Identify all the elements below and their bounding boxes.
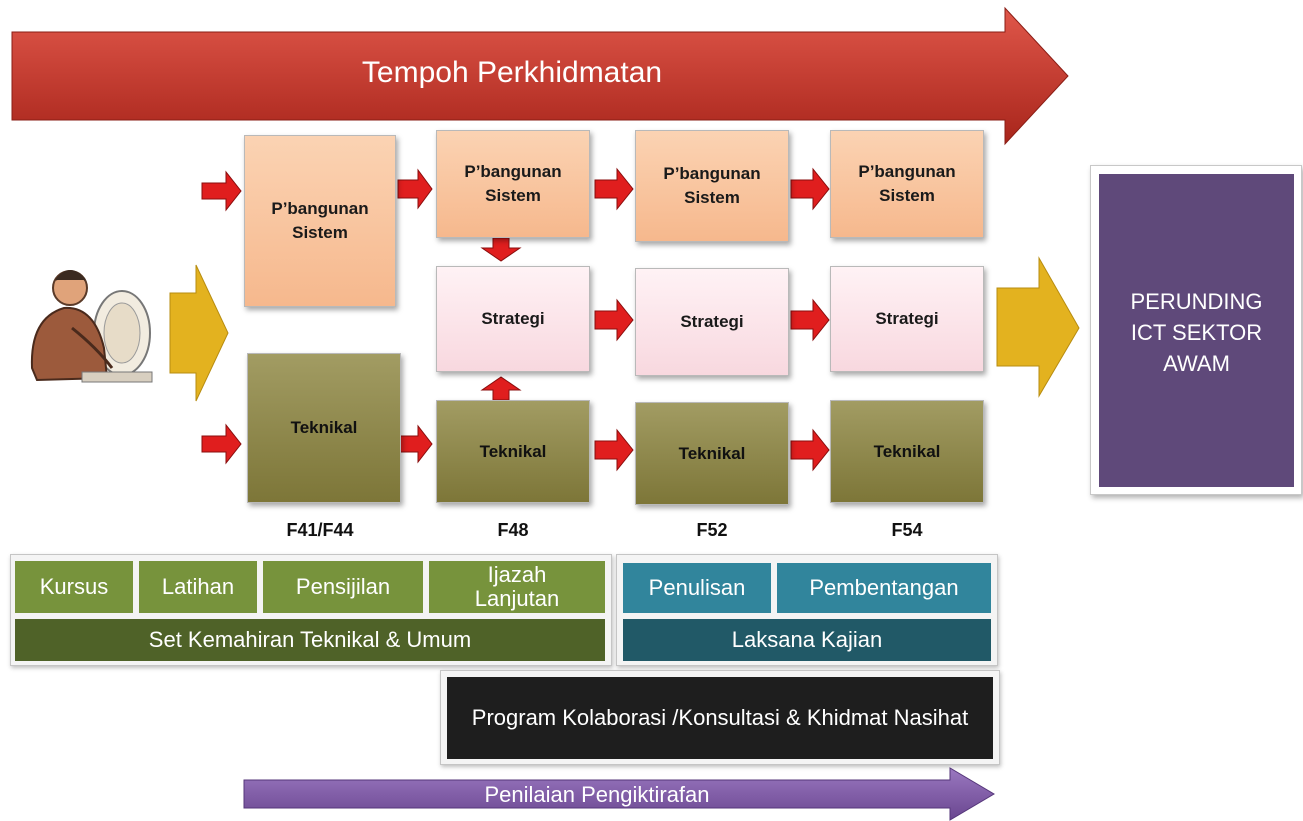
outcome-arrow	[996, 256, 1080, 398]
tech-box-f54: Teknikal	[830, 400, 984, 503]
skills-panel: Kursus Latihan Pensijilan Ijazah Lanjuta…	[10, 554, 612, 666]
dev-box-f54: P’bangunan Sistem	[830, 130, 984, 238]
strategy-box-f48: Strategi	[436, 266, 590, 372]
dev-box-f52: P’bangunan Sistem	[635, 130, 789, 242]
assessment-arrow	[243, 767, 995, 821]
outcome-box-inner: PERUNDING ICT SEKTOR AWAM	[1099, 174, 1294, 487]
strategy-box-f54: Strategi	[830, 266, 984, 372]
service-period-arrow	[11, 6, 1069, 146]
entry-arrow	[169, 264, 229, 402]
outcome-box: PERUNDING ICT SEKTOR AWAM	[1090, 165, 1302, 495]
research-panel: Penulisan Pembentangan Laksana Kajian	[616, 554, 998, 666]
tech-box-f52: Teknikal	[635, 402, 789, 505]
skill-item-latihan: Latihan	[139, 561, 257, 613]
tech-box-f41: Teknikal	[247, 353, 401, 503]
grade-label-f41: F41/F44	[286, 520, 354, 540]
skill-item-ijazah-lanjutan: Ijazah Lanjutan	[429, 561, 605, 613]
grade-label-f52: F52	[696, 520, 728, 540]
assessment-label: Penilaian Pengiktirafan	[484, 782, 710, 807]
skills-footer: Set Kemahiran Teknikal & Umum	[15, 619, 605, 661]
person-at-computer-icon	[30, 270, 153, 383]
dev-box-f41: P’bangunan Sistem	[244, 135, 396, 307]
dev-box-f48: P’bangunan Sistem	[436, 130, 590, 238]
skill-item-pensijilan: Pensijilan	[263, 561, 423, 613]
research-footer: Laksana Kajian	[623, 619, 991, 661]
research-item-pembentangan: Pembentangan	[777, 563, 991, 613]
strategy-box-f52: Strategi	[635, 268, 789, 376]
outcome-label: PERUNDING ICT SEKTOR AWAM	[1130, 289, 1263, 376]
grade-label-f54: F54	[891, 520, 923, 540]
research-item-penulisan: Penulisan	[623, 563, 771, 613]
tech-box-f48: Teknikal	[436, 400, 590, 503]
skill-item-kursus: Kursus	[15, 561, 133, 613]
collaboration-label: Program Kolaborasi /Konsultasi & Khidmat…	[447, 677, 993, 759]
grade-label-f48: F48	[497, 520, 529, 540]
service-period-label: Tempoh Perkhidmatan	[361, 56, 663, 89]
collaboration-panel: Program Kolaborasi /Konsultasi & Khidmat…	[440, 670, 1000, 765]
